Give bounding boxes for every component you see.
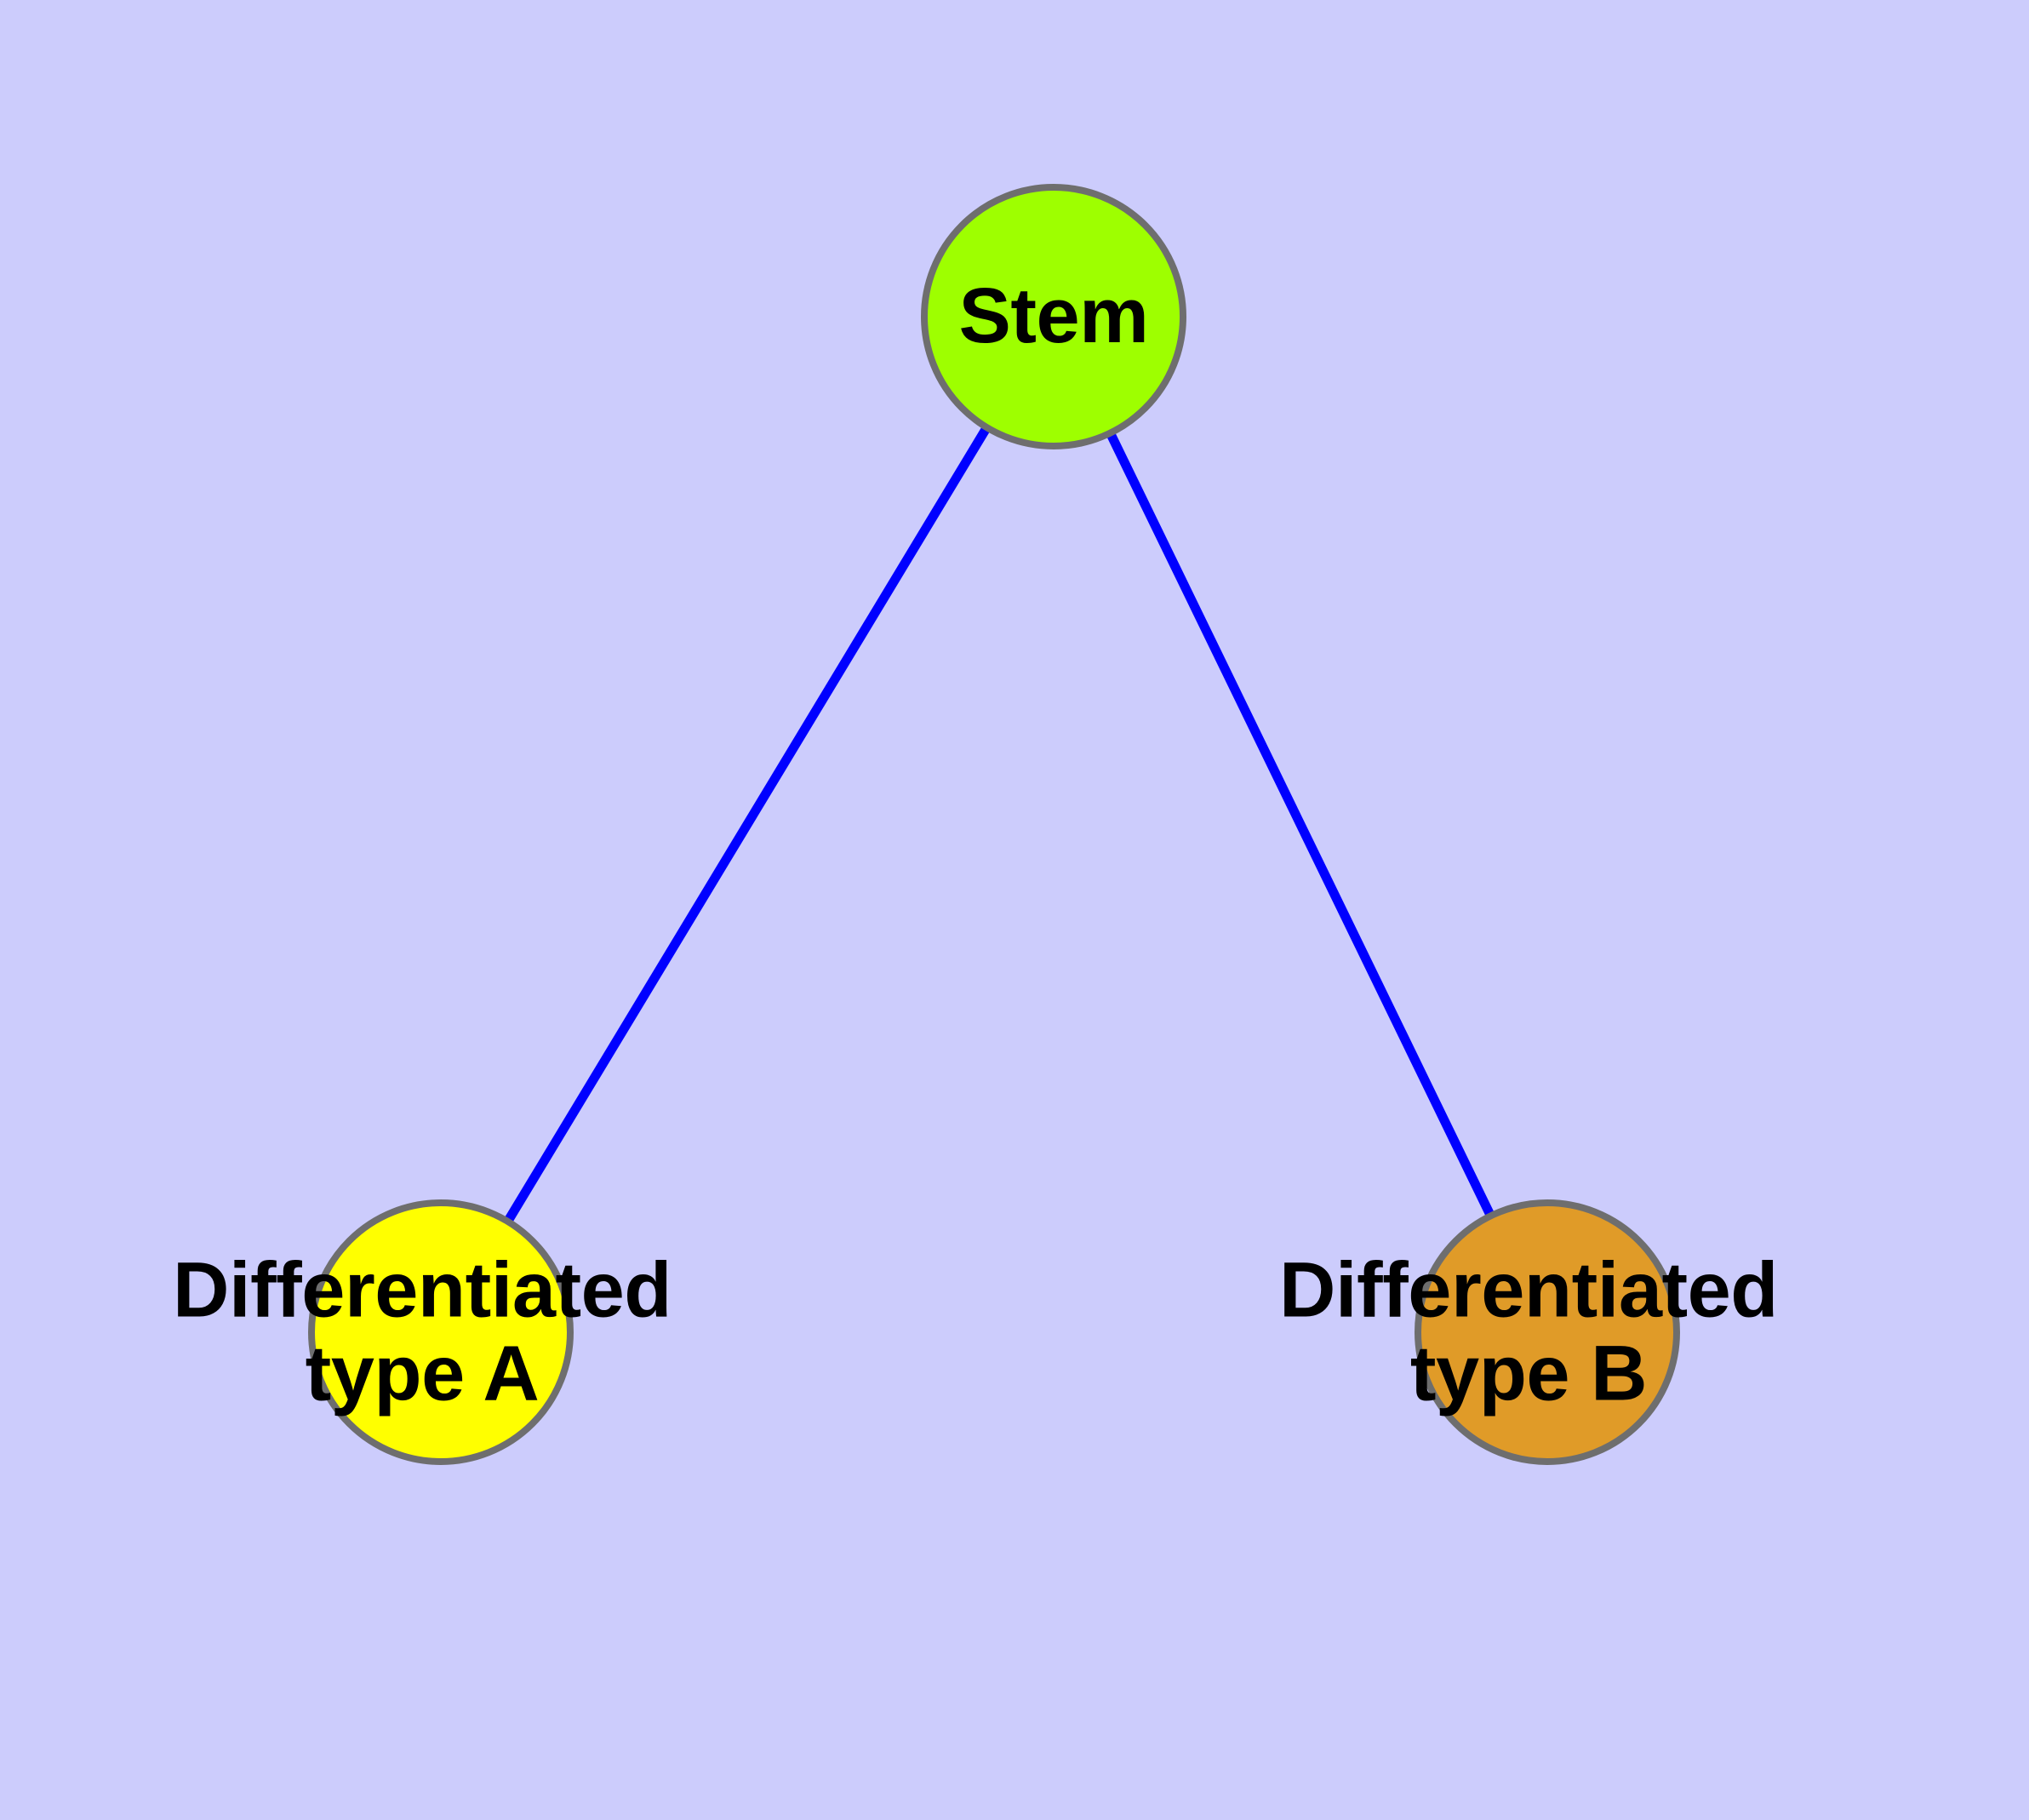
node-stem[interactable] [921,184,1186,449]
edge-stem-to-type-b[interactable] [1106,431,1495,1218]
edge-stem-to-type-a[interactable] [503,425,992,1224]
edge-layer [503,425,1495,1224]
node-layer [308,184,1680,1465]
node-differentiated-type-a[interactable] [308,1199,574,1465]
node-differentiated-type-b[interactable] [1415,1199,1680,1465]
